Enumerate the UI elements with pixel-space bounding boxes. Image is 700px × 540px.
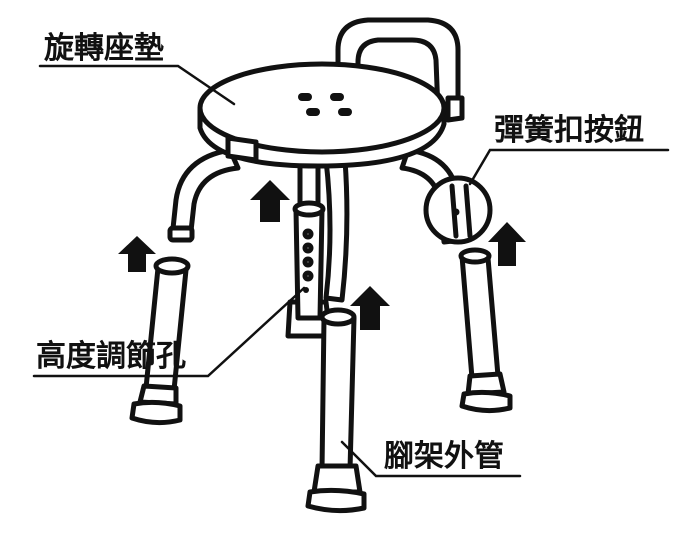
label-swivel-seat: 旋轉座墊 xyxy=(44,31,164,66)
arrow-up-icon xyxy=(350,286,390,330)
rear-leg-right-frame xyxy=(323,157,350,303)
arrow-up-icon xyxy=(118,236,156,272)
label-height-holes: 高度調節孔 xyxy=(36,339,186,374)
frame-left xyxy=(167,147,241,243)
arrow-up-icon xyxy=(250,180,290,222)
leg-left-loose xyxy=(129,256,191,426)
leg-right-loose xyxy=(458,247,513,414)
leg-front-loose xyxy=(305,307,367,514)
spring-button-magnifier xyxy=(423,175,493,245)
leader-leg-tube xyxy=(340,440,522,478)
label-leg-tube: 腳架外管 xyxy=(384,439,504,474)
leader-height-holes xyxy=(32,286,306,378)
leg-middle-with-holes xyxy=(292,200,326,321)
swivel-seat xyxy=(197,61,447,169)
arrow-up-icon xyxy=(488,222,526,266)
leader-spring-button xyxy=(468,148,670,186)
label-spring-button: 彈簧扣按鈕 xyxy=(494,113,644,148)
leader-seat xyxy=(38,64,236,106)
